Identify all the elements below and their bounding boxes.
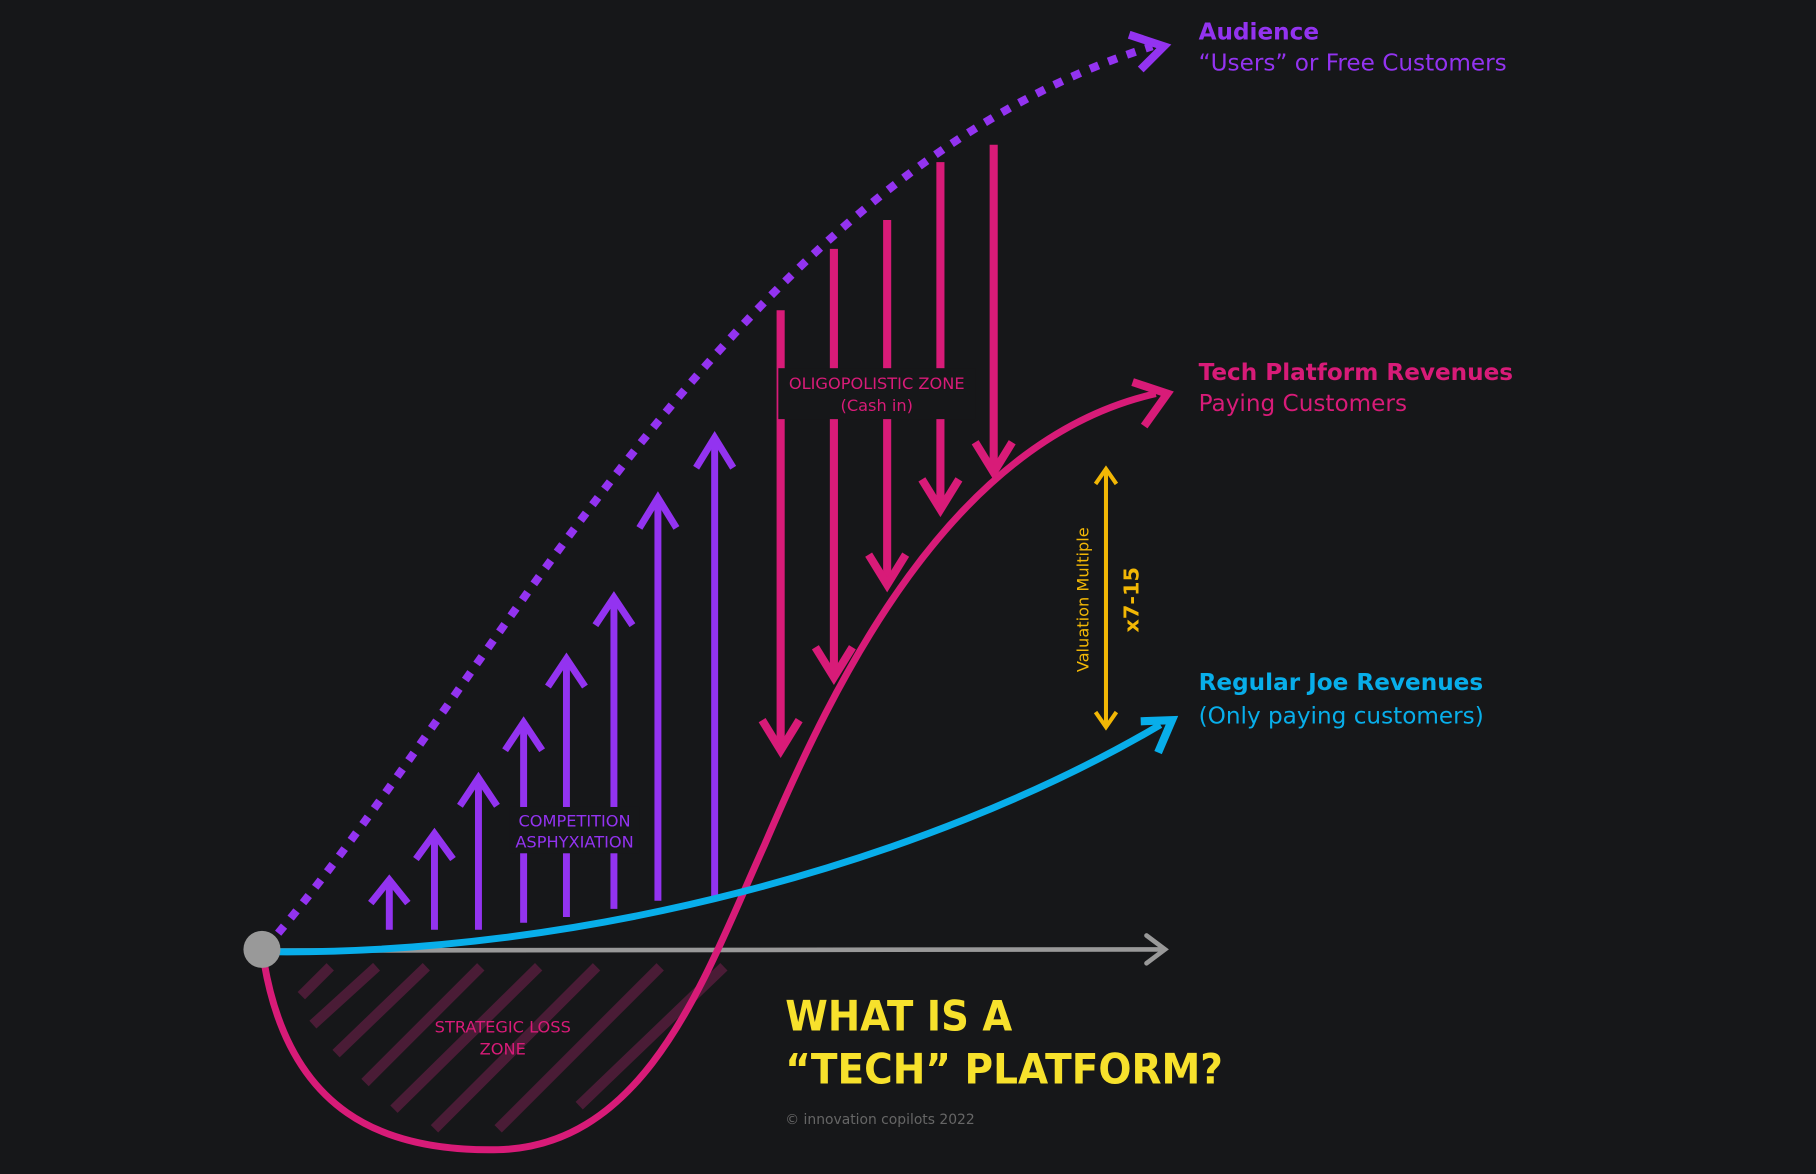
audience-curve (275, 42, 1154, 936)
down-arrow-icon (971, 144, 1016, 481)
up-arrow-icon (636, 491, 680, 901)
strategic-loss-label: STRATEGIC LOSS (435, 1018, 571, 1037)
tech-arrowhead-icon (1131, 378, 1174, 429)
oligopolistic-zone-label: OLIGOPOLISTIC ZONE (789, 374, 965, 393)
audience-title: Audience (1199, 19, 1319, 45)
valuation-double-arrow-icon (1093, 465, 1119, 731)
tech-revenue-curve (260, 390, 1157, 1154)
competition-label: COMPETITION (518, 812, 630, 831)
competition-arrows (368, 431, 737, 930)
regular-subtitle: (Only paying customers) (1199, 704, 1484, 730)
up-arrow-icon (592, 591, 636, 909)
competition-sublabel: ASPHYXIATION (515, 833, 633, 852)
headline-line1: WHAT IS A (785, 991, 1013, 1040)
tech-title: Tech Platform Revenues (1199, 360, 1513, 386)
audience-subtitle: “Users” or Free Customers (1199, 51, 1507, 77)
regular-revenue-curve (264, 721, 1163, 956)
oligopolistic-arrows (758, 144, 1016, 758)
regular-arrowhead-icon (1140, 715, 1179, 755)
copyright: © innovation copilots 2022 (785, 1112, 974, 1128)
audience-arrowhead-icon (1127, 30, 1172, 73)
oligopolistic-zone-sublabel: (Cash in) (841, 396, 913, 415)
strategic-loss-hatch (297, 962, 728, 1133)
strategic-loss-sublabel: ZONE (480, 1040, 526, 1059)
regular-title: Regular Joe Revenues (1199, 670, 1484, 696)
up-arrow-icon (457, 771, 500, 930)
headline-line2: “TECH” PLATFORM? (785, 1045, 1223, 1094)
up-arrow-icon (545, 652, 588, 917)
up-arrow-icon (413, 827, 456, 930)
up-arrow-icon (368, 874, 411, 930)
valuation-label: Valuation Multiple (1074, 527, 1093, 672)
down-arrow-icon (918, 162, 963, 518)
valuation-value: x7-15 (1119, 567, 1143, 633)
down-arrow-icon (811, 248, 856, 686)
up-arrow-icon (693, 431, 737, 899)
tech-subtitle: Paying Customers (1199, 391, 1407, 417)
origin-point (243, 930, 281, 968)
